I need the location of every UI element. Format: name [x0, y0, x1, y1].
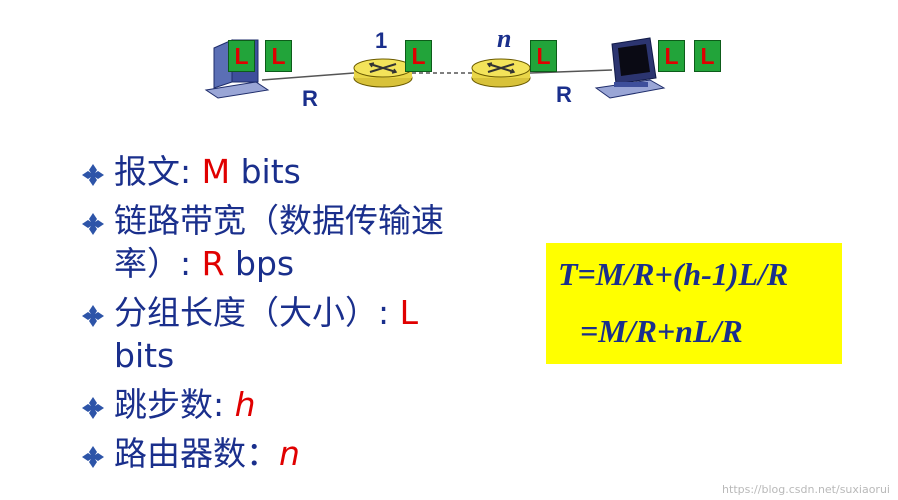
bullet-packet-length: 分组长度（大小）: L bits	[80, 291, 480, 377]
bullet-text: 分组长度（大小）:	[114, 293, 400, 332]
formula-line-1: T=M/R+(h-1)L/R	[558, 256, 789, 292]
formula-box: T=M/R+(h-1)L/R =M/R+nL/R	[546, 243, 842, 364]
packet-left-1: L	[228, 40, 255, 72]
router-n-icon	[471, 58, 531, 88]
link-right	[529, 69, 613, 74]
bullet-message-size: 报文: M bits	[80, 150, 480, 193]
bullet-text: 路由器数：	[114, 434, 279, 473]
packet-right-2: L	[694, 40, 721, 72]
definition-list: 报文: M bits 链路带宽（数据传输速率）: R bps 分组长度（大小）:…	[80, 150, 480, 475]
packet-left-2: L	[265, 40, 292, 72]
bullet-router-count: 路由器数：n	[80, 432, 480, 475]
bullet-link-bandwidth: 链路带宽（数据传输速率）: R bps	[80, 199, 480, 285]
bullet-unit: bits	[230, 152, 301, 191]
bullet-value: L	[399, 293, 418, 332]
link-label-right: R	[556, 82, 572, 107]
bullet-text: 跳步数:	[114, 385, 235, 424]
bullet-value: M	[201, 152, 231, 191]
formula-line-2: =M/R+nL/R	[580, 313, 743, 349]
diamond-bullet-icon	[82, 164, 104, 186]
diamond-bullet-icon	[82, 213, 104, 235]
diamond-bullet-icon	[82, 305, 104, 327]
bullet-value: n	[279, 434, 300, 473]
packet-right-1: L	[658, 40, 685, 72]
link-label-left: R	[302, 86, 318, 111]
packet-router-n: L	[530, 40, 557, 72]
diamond-bullet-icon	[82, 397, 104, 419]
router-label-1: 1	[375, 28, 388, 53]
bullet-text: 链路带宽（数据传输速率）:	[114, 201, 444, 283]
host-computer-right-icon	[594, 37, 666, 99]
router-label-n: n	[497, 24, 512, 53]
bullet-unit: bits	[114, 336, 175, 375]
watermark-text: https://blog.csdn.net/suxiaorui	[722, 483, 890, 496]
bullet-text: 报文:	[114, 152, 202, 191]
bullet-value: h	[234, 385, 256, 424]
bullet-unit: bps	[224, 244, 295, 283]
packet-router-1: L	[405, 40, 432, 72]
bullet-value: R	[201, 244, 225, 283]
router-1-icon	[353, 58, 413, 88]
link-left	[261, 72, 355, 81]
bullet-hop-count: 跳步数: h	[80, 383, 480, 426]
diamond-bullet-icon	[82, 446, 104, 468]
